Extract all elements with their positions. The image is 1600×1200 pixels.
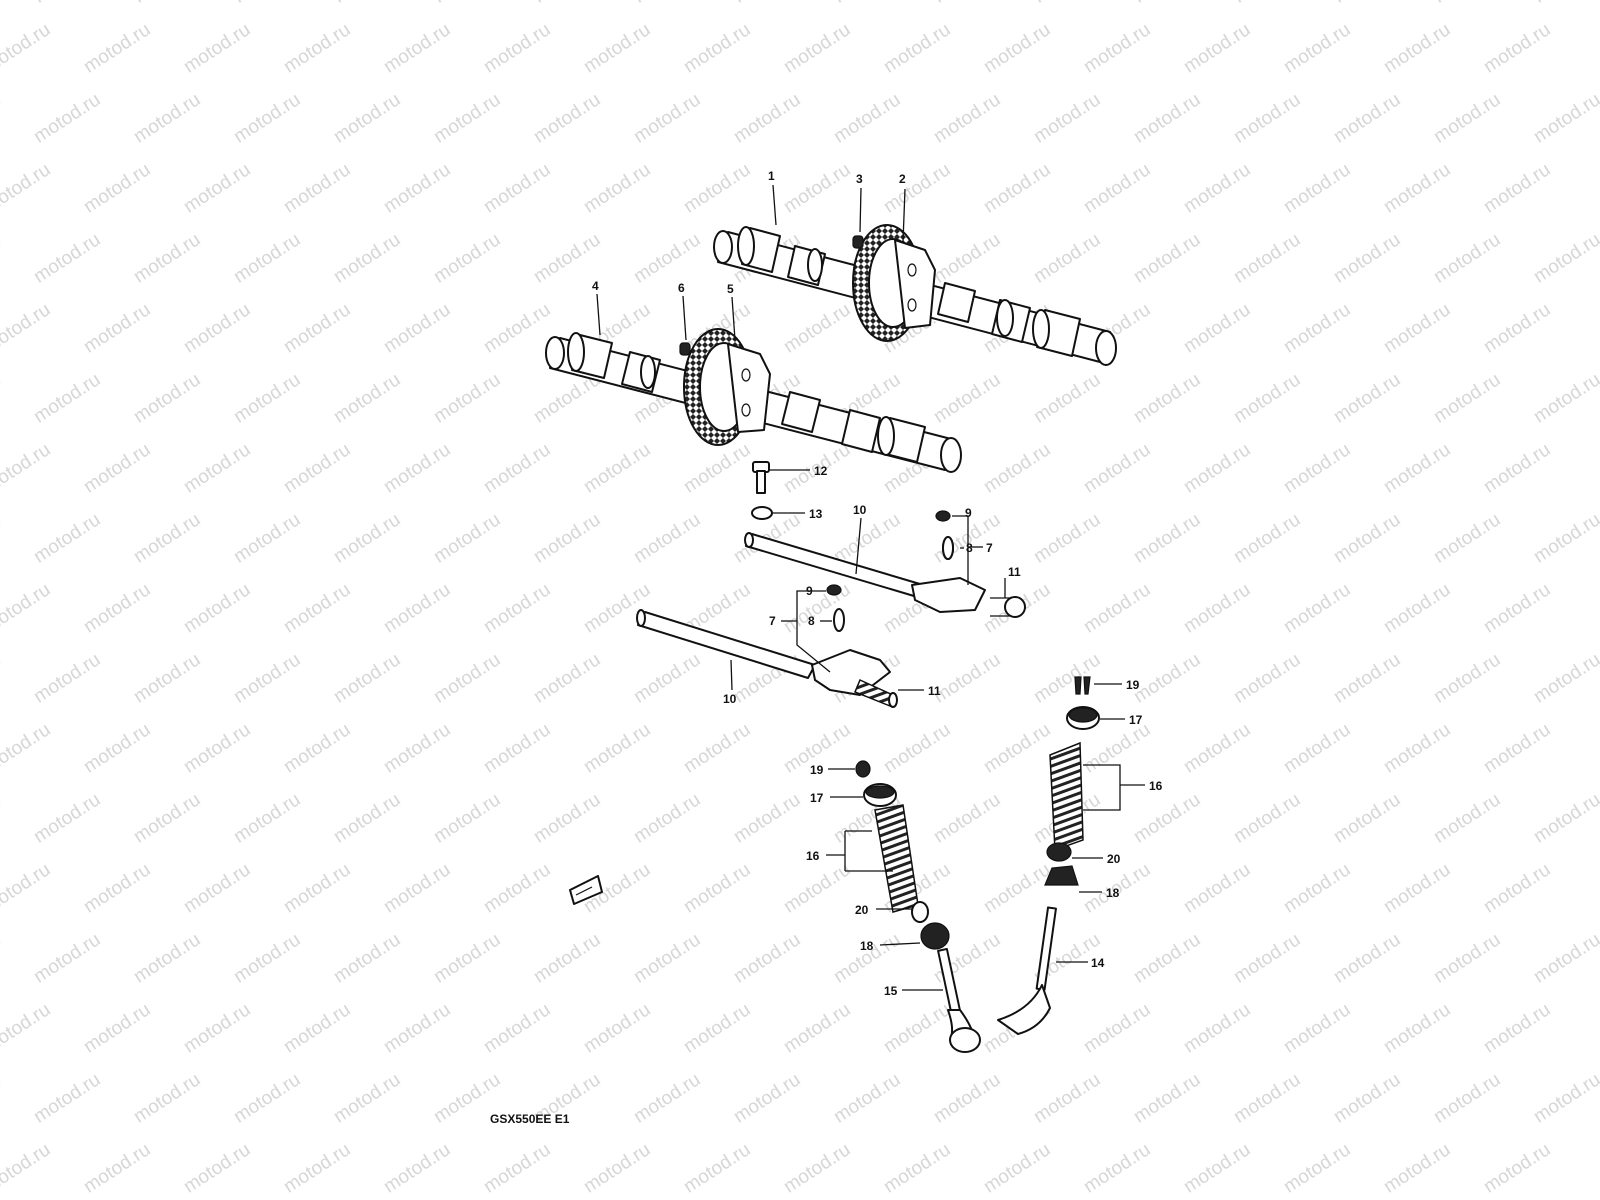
direction-arrow-icon	[569, 875, 603, 905]
callout-11b: 11	[928, 684, 941, 698]
callout-9b: 9	[806, 584, 813, 598]
callout-7a: 7	[986, 541, 993, 555]
callout-1: 1	[768, 169, 775, 183]
callout-16b: 16	[806, 849, 820, 863]
bolt	[752, 461, 770, 494]
rocker-shaft-lower	[636, 584, 898, 708]
callout-19a: 19	[1126, 678, 1140, 692]
callout-7b: 7	[769, 614, 776, 628]
callout-17b: 17	[810, 791, 824, 805]
callout-17a: 17	[1129, 713, 1143, 727]
callout-10a: 10	[853, 503, 867, 517]
cam-sprocket-upper	[852, 224, 936, 342]
callout-11a: 11	[1008, 565, 1021, 579]
oring-upper	[942, 536, 954, 560]
callout-14: 14	[1091, 956, 1105, 970]
callout-19b: 19	[810, 763, 824, 777]
callout-9a: 9	[965, 506, 972, 520]
diagram-code: GSX550EE E1	[490, 1112, 570, 1126]
callout-8b: 8	[808, 614, 815, 628]
callout-20a: 20	[1107, 852, 1121, 866]
callout-20b: 20	[855, 903, 869, 917]
cam-sprocket-lower	[679, 328, 771, 446]
valve-train-right	[997, 676, 1100, 1035]
leader-lines	[596, 184, 1145, 991]
callout-3: 3	[856, 172, 863, 186]
callout-5: 5	[727, 282, 734, 296]
callout-10b: 10	[723, 692, 737, 706]
callout-6: 6	[678, 281, 685, 295]
rocker-shaft-upper	[744, 510, 1026, 618]
callout-16a: 16	[1149, 779, 1163, 793]
washer	[751, 506, 773, 520]
callout-labels: 1 3 2 4 6 5 12 13 10 9 8 7 11 9 7 8 11 1…	[490, 169, 1163, 1126]
callout-13: 13	[809, 507, 823, 521]
callout-18b: 18	[860, 939, 874, 953]
callout-18a: 18	[1106, 886, 1120, 900]
valve-train-left	[855, 760, 981, 1053]
callout-15: 15	[884, 984, 898, 998]
callout-4: 4	[592, 279, 599, 293]
callout-8a: 8	[966, 541, 973, 555]
callout-2: 2	[899, 172, 906, 186]
callout-12: 12	[814, 464, 828, 478]
